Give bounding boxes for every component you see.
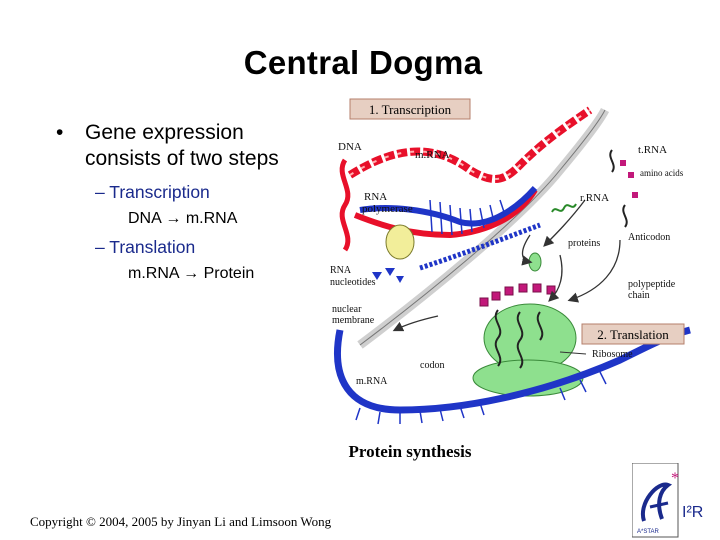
bullet-line-1: Gene expression	[85, 121, 244, 144]
label-dna: DNA	[338, 141, 362, 153]
rna-polymerase	[385, 224, 415, 260]
sub-bullet-translation: – Translation	[95, 237, 195, 258]
label-mrna-bottom: m.RNA	[356, 376, 388, 387]
protein-synthesis-figure: 1. Transcription	[330, 98, 691, 461]
rrna-subunit	[528, 252, 542, 272]
protein-term: Protein	[203, 265, 255, 282]
label-rna-nucleotides-1: RNA	[330, 265, 352, 276]
mrna-term-2: m.RNA	[128, 265, 179, 282]
transcription-detail: DNA → m.RNA	[128, 210, 237, 228]
slide-title: Central Dogma	[243, 44, 483, 81]
figure-caption: Protein synthesis	[349, 442, 472, 461]
rrna-squiggle	[551, 203, 577, 213]
label-trna: t.RNA	[638, 144, 667, 156]
arrow-right-icon: →	[183, 265, 200, 282]
label-nuclear-membrane-2: membrane	[332, 315, 375, 326]
translation-box: 2. Translation	[581, 323, 685, 345]
bullet-list: • Gene expression consists of two steps	[56, 120, 355, 172]
label-ribosome: Ribosome	[592, 349, 633, 360]
logo-subtext: A*STAR	[637, 529, 660, 535]
dna-term: DNA	[128, 210, 161, 227]
translation-box-label: 2. Translation	[597, 327, 669, 342]
mrna-cytoplasm	[334, 326, 691, 414]
label-anticodon: Anticodon	[628, 232, 670, 243]
transcription-box: 1. Transcription	[349, 98, 471, 120]
label-nuclear-membrane-1: nuclear	[332, 304, 362, 315]
transcription-box-label: 1. Transcription	[369, 102, 452, 117]
label-amino-acids: amino acids	[640, 168, 684, 178]
trna-free	[609, 149, 628, 228]
translation-label: Translation	[109, 237, 196, 257]
label-mrna-top: m.RNA	[415, 149, 450, 161]
bullet-dot-icon: •	[56, 121, 64, 144]
mrna-term: m.RNA	[185, 210, 238, 227]
arrow-right-icon: →	[165, 210, 182, 227]
bullet-line-2: consists of two steps	[85, 147, 279, 170]
rna-transcript	[359, 186, 538, 227]
label-rna-polymerase-2: polymerase	[362, 203, 413, 215]
label-rna-nucleotides-2: nucleotides	[330, 277, 376, 288]
label-ribosomal-proteins: proteins	[568, 238, 600, 249]
bullet-gene-expression: • Gene expression consists of two steps	[56, 120, 355, 172]
label-rna-polymerase-1: RNA	[364, 191, 387, 203]
label-rrna: r.RNA	[580, 192, 609, 204]
svg-text:*: *	[671, 470, 679, 487]
copyright-footer: Copyright © 2004, 2005 by Jinyan Li and …	[30, 514, 332, 529]
logo-text: I²R	[682, 504, 703, 521]
amino-acids	[620, 160, 638, 198]
trna-on-ribosome	[494, 309, 544, 369]
dna-strand-bottom	[353, 188, 538, 239]
polypeptide-chain	[479, 283, 556, 307]
label-codon: codon	[420, 360, 444, 371]
label-polypeptide-2: chain	[628, 290, 650, 301]
dna-strand-top	[347, 106, 593, 183]
dash-icon: –	[95, 182, 110, 202]
translation-detail: m.RNA → Protein	[128, 265, 254, 283]
rna-nucleotides	[372, 268, 404, 283]
astar-i2r-logo: * A*STAR I²R	[632, 463, 703, 538]
sub-bullet-transcription: – Transcription	[95, 182, 210, 203]
dash-icon: –	[95, 237, 110, 257]
label-polypeptide-1: polypeptide	[628, 279, 676, 290]
transcription-label: Transcription	[109, 182, 210, 202]
